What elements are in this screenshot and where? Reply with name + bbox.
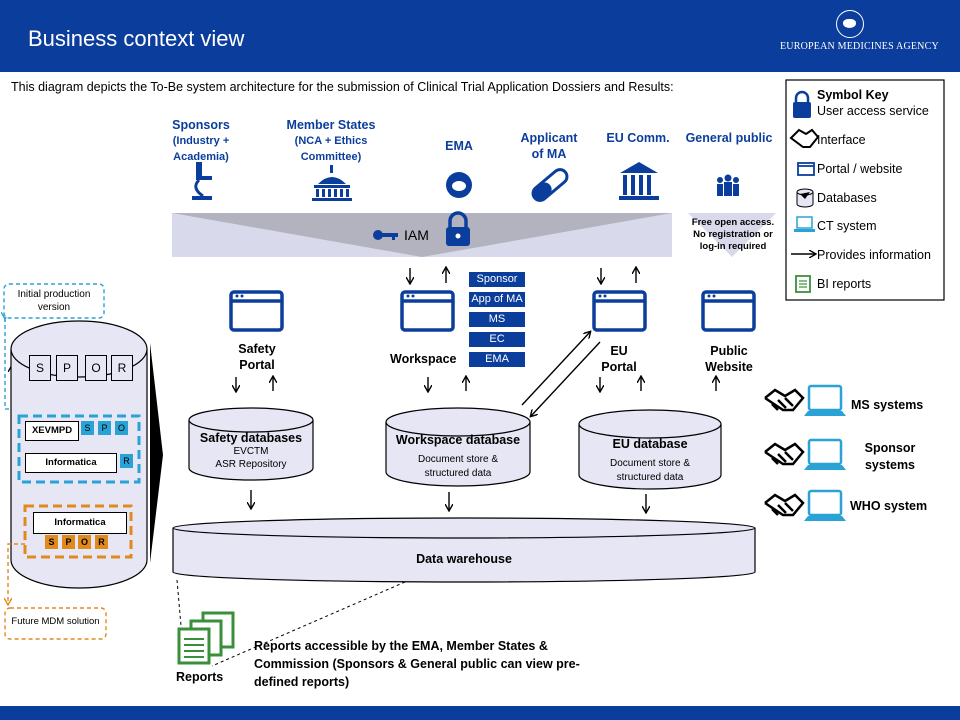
public-website-label: Public Website <box>705 344 753 374</box>
initial-production-label: Initial production version <box>17 289 91 313</box>
key-item-databases: Databases <box>817 191 877 205</box>
workspace-tag-ema: EMA <box>469 352 525 367</box>
safety-db-cylinder <box>188 407 314 481</box>
key-lock-icon <box>793 90 811 118</box>
workspace-db-cylinder <box>385 407 531 487</box>
iam-funnel <box>172 213 672 257</box>
data-warehouse-cylinder <box>172 517 756 583</box>
laptop-icon-sponsor <box>804 438 846 470</box>
capsule-icon <box>531 168 569 202</box>
handshake-icon-ms <box>764 388 805 412</box>
actor-member-states: Member States (NCA + Ethics Committee) <box>286 118 376 163</box>
future-letter-r: R <box>95 535 108 549</box>
xevmpd-letter-p: P <box>98 421 111 435</box>
key-item-bi-reports: BI reports <box>817 277 872 291</box>
ema-logo-icon <box>836 10 864 38</box>
future-informatica-box: Informatica <box>33 512 127 534</box>
key-item-portal: Portal / website <box>817 162 903 176</box>
workspace-tag-app-of-ma: App of MA <box>469 292 525 307</box>
key-item-user-access: User access service <box>817 104 929 118</box>
reports-icon <box>177 611 235 665</box>
public-website-icon <box>701 290 756 332</box>
who-system-label: WHO system <box>850 499 928 513</box>
future-systems-box <box>23 504 133 559</box>
spor-letter-boxes: S P O R <box>29 355 133 381</box>
eu-portal-label: EU Portal <box>601 344 637 374</box>
xevmpd-box: XEVMPD <box>25 421 79 441</box>
informatica-box: Informatica <box>25 453 117 473</box>
institution-icon <box>619 162 659 200</box>
xevmpd-letter-s: S <box>81 421 94 435</box>
key-item-ct-system: CT system <box>817 219 877 233</box>
informatica-letter-r: R <box>120 454 133 468</box>
iam-lock-icon <box>446 211 470 246</box>
key-icon <box>373 230 398 240</box>
microscope-icon <box>192 162 212 200</box>
future-letter-p: P <box>62 535 75 549</box>
handshake-icon-sponsor <box>764 442 805 466</box>
public-funnel <box>688 213 776 257</box>
workspace-tag-ec: EC <box>469 332 525 347</box>
initial-production-box <box>3 283 105 319</box>
laptop-icon-who <box>804 489 846 521</box>
ema-globe-icon <box>446 172 472 198</box>
iam-label: IAM <box>404 227 429 243</box>
workspace-tag-ms: MS <box>469 312 525 327</box>
public-access-note: Free open access. No registration or log… <box>691 217 775 252</box>
ms-systems-label: MS systems <box>851 398 924 412</box>
future-mdm-box <box>4 607 107 640</box>
header-bar <box>0 0 960 72</box>
eu-db-cylinder <box>578 409 722 490</box>
safety-portal-icon <box>229 290 284 332</box>
spor-chevron <box>150 343 163 563</box>
spor-letter-o: O <box>85 355 107 381</box>
logo-text: EUROPEAN MEDICINES AGENCY <box>780 41 939 52</box>
footer-bar <box>0 706 960 720</box>
spor-letter-p: P <box>56 355 78 381</box>
future-letter-o: O <box>78 535 91 549</box>
actor-applicant: Applicant of MA <box>520 131 578 161</box>
eu-portal-icon <box>592 290 647 332</box>
people-group-icon <box>717 174 739 196</box>
actor-eu-comm: EU Comm. <box>606 131 670 145</box>
key-interface-icon <box>789 128 820 148</box>
spor-letter-s: S <box>29 355 51 381</box>
current-systems-box <box>17 414 141 484</box>
workspace-portal-label: Workspace <box>390 352 457 366</box>
future-letter-s: S <box>45 535 58 549</box>
actor-sponsors: Sponsors (Industry + Academia) <box>172 118 230 163</box>
actor-general-public: General public <box>685 131 773 145</box>
key-database-icon <box>796 188 814 208</box>
page-title: Business context view <box>28 26 245 51</box>
workspace-db-label: Workspace database Document store & stru… <box>395 433 521 479</box>
key-ct-system-icon <box>794 216 815 232</box>
eu-db-label: EU database Document store & structured … <box>609 437 691 483</box>
key-portal-icon <box>797 162 815 176</box>
safety-db-label: Safety databases EVCTM ASR Repository <box>199 431 303 470</box>
future-mdm-label: Future MDM solution <box>11 616 100 627</box>
symbol-key-title: Symbol Key <box>817 88 889 102</box>
parliament-icon <box>312 165 352 201</box>
reports-description: Reports accessible by the EMA, Member St… <box>254 639 580 689</box>
safety-portal-label: Safety Portal <box>238 342 276 372</box>
reports-label: Reports <box>176 670 224 684</box>
handshake-icon-who <box>764 493 805 517</box>
sponsor-systems-label: Sponsor systems <box>864 441 916 472</box>
key-bi-report-icon <box>795 275 811 293</box>
intro-text: This diagram depicts the To-Be system ar… <box>11 80 674 94</box>
key-item-provides-info: Provides information <box>817 248 931 262</box>
data-warehouse-label: Data warehouse <box>416 552 512 566</box>
spor-letter-r: R <box>111 355 133 381</box>
actor-ema: EMA <box>445 139 473 153</box>
workspace-tag-sponsor: Sponsor <box>469 272 525 287</box>
key-item-interface: Interface <box>817 133 866 147</box>
laptop-icon-ms <box>804 384 846 416</box>
xevmpd-letter-o: O <box>115 421 128 435</box>
workspace-portal-icon <box>400 290 455 332</box>
